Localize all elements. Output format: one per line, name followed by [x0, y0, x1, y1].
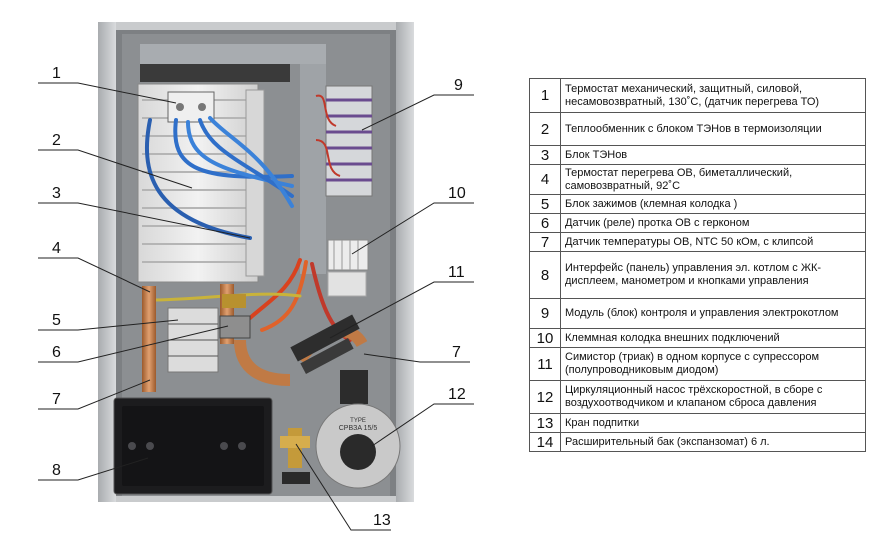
heat-exchanger	[137, 60, 290, 283]
legend-num: 11	[529, 347, 561, 381]
callout-8: 8	[52, 462, 61, 479]
legend-num: 10	[529, 328, 561, 348]
callout-4: 4	[52, 240, 61, 257]
callout-numbers: 1 2 3 4 5 6 7 8 9 10 11 7 12 13	[52, 65, 466, 529]
legend-text: Термостат перегрева ОВ, биметаллический,…	[560, 164, 866, 195]
leader-lines	[38, 82, 474, 531]
legend-text: Блок ТЭНов	[560, 145, 866, 165]
legend-num: 14	[529, 432, 561, 452]
legend-num: 12	[529, 380, 561, 414]
legend-num: 2	[529, 112, 561, 146]
legend-num: 5	[529, 194, 561, 214]
legend-num: 13	[529, 413, 561, 433]
control-module	[140, 44, 373, 274]
callout-5: 5	[52, 312, 61, 329]
blue-wires	[144, 116, 294, 240]
callout-10: 10	[448, 185, 466, 202]
legend-text: Термостат механический, защитный, силово…	[560, 78, 866, 113]
filling-valve	[280, 428, 310, 484]
callout-2: 2	[52, 132, 61, 149]
legend-num: 7	[529, 232, 561, 252]
callout-7-right: 7	[452, 344, 461, 361]
callout-11: 11	[448, 264, 465, 281]
pump-plate-line2: CPBЗA 15/5	[339, 425, 378, 432]
terminal-clamps	[167, 307, 251, 373]
legend-num: 1	[529, 78, 561, 113]
legend-text: Датчик температуры ОВ, NTC 50 кОм, с кли…	[560, 232, 866, 252]
legend-num: 9	[529, 298, 561, 329]
legend-text: Расширительный бак (экспанзомат) 6 л.	[560, 432, 866, 452]
callout-1: 1	[52, 65, 61, 82]
legend-num: 8	[529, 251, 561, 299]
legend-num: 4	[529, 164, 561, 195]
legend-text: Клеммная колодка внешних подключений	[560, 328, 866, 348]
legend-text: Модуль (блок) контроля и управления элек…	[560, 298, 866, 329]
callout-12: 12	[448, 386, 466, 403]
control-panel	[113, 397, 273, 495]
callout-6: 6	[52, 344, 61, 361]
external-terminal-block	[327, 239, 369, 297]
pump-plate-line1: TYPE	[350, 418, 366, 424]
legend-num: 3	[529, 145, 561, 165]
legend-text: Кран подпитки	[560, 413, 866, 433]
legend-text: Симистор (триак) в одном корпусе с супре…	[560, 347, 866, 381]
legend-num: 6	[529, 213, 561, 233]
circulation-pump: TYPE CPBЗA 15/5	[315, 370, 401, 489]
callout-7-left: 7	[52, 391, 61, 408]
callout-9: 9	[454, 77, 463, 94]
callout-3: 3	[52, 185, 61, 202]
legend-text: Датчик (реле) протка ОВ с герконом	[560, 213, 866, 233]
safety-thermostat	[167, 91, 215, 123]
callout-13: 13	[373, 512, 391, 529]
legend-text: Циркуляционный насос трёхскоростной, в с…	[560, 380, 866, 414]
legend-text: Интерфейс (панель) управления эл. котлом…	[560, 251, 866, 299]
legend-text: Блок зажимов (клемная колодка )	[560, 194, 866, 214]
triac	[290, 314, 360, 374]
legend-text: Теплообменник с блоком ТЭНов в термоизол…	[560, 112, 866, 146]
